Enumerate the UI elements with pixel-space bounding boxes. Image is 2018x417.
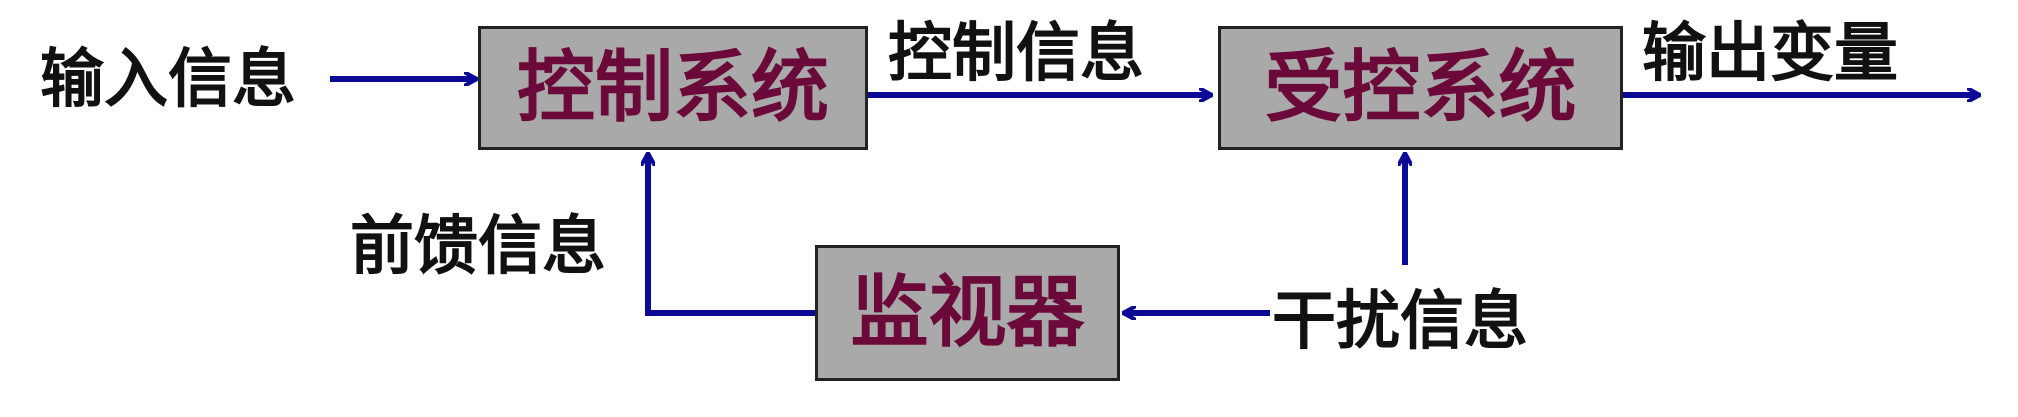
monitor-box: 监视器 [815,245,1120,381]
controlled-system-label: 受控系统 [1264,43,1577,133]
feedforward-info-label: 前馈信息 [350,210,606,284]
output-variable-label: 输出变量 [1642,17,1898,91]
disturbance-info-label: 干扰信息 [1272,285,1528,359]
arrow-monitor-to-control [648,155,815,316]
control-system-box: 控制系统 [478,26,868,150]
control-info-label: 控制信息 [888,17,1144,91]
controlled-system-box: 受控系统 [1218,26,1623,150]
control-system-label: 控制系统 [516,43,829,133]
monitor-label: 监视器 [850,268,1085,358]
input-info-label: 输入信息 [40,43,296,117]
